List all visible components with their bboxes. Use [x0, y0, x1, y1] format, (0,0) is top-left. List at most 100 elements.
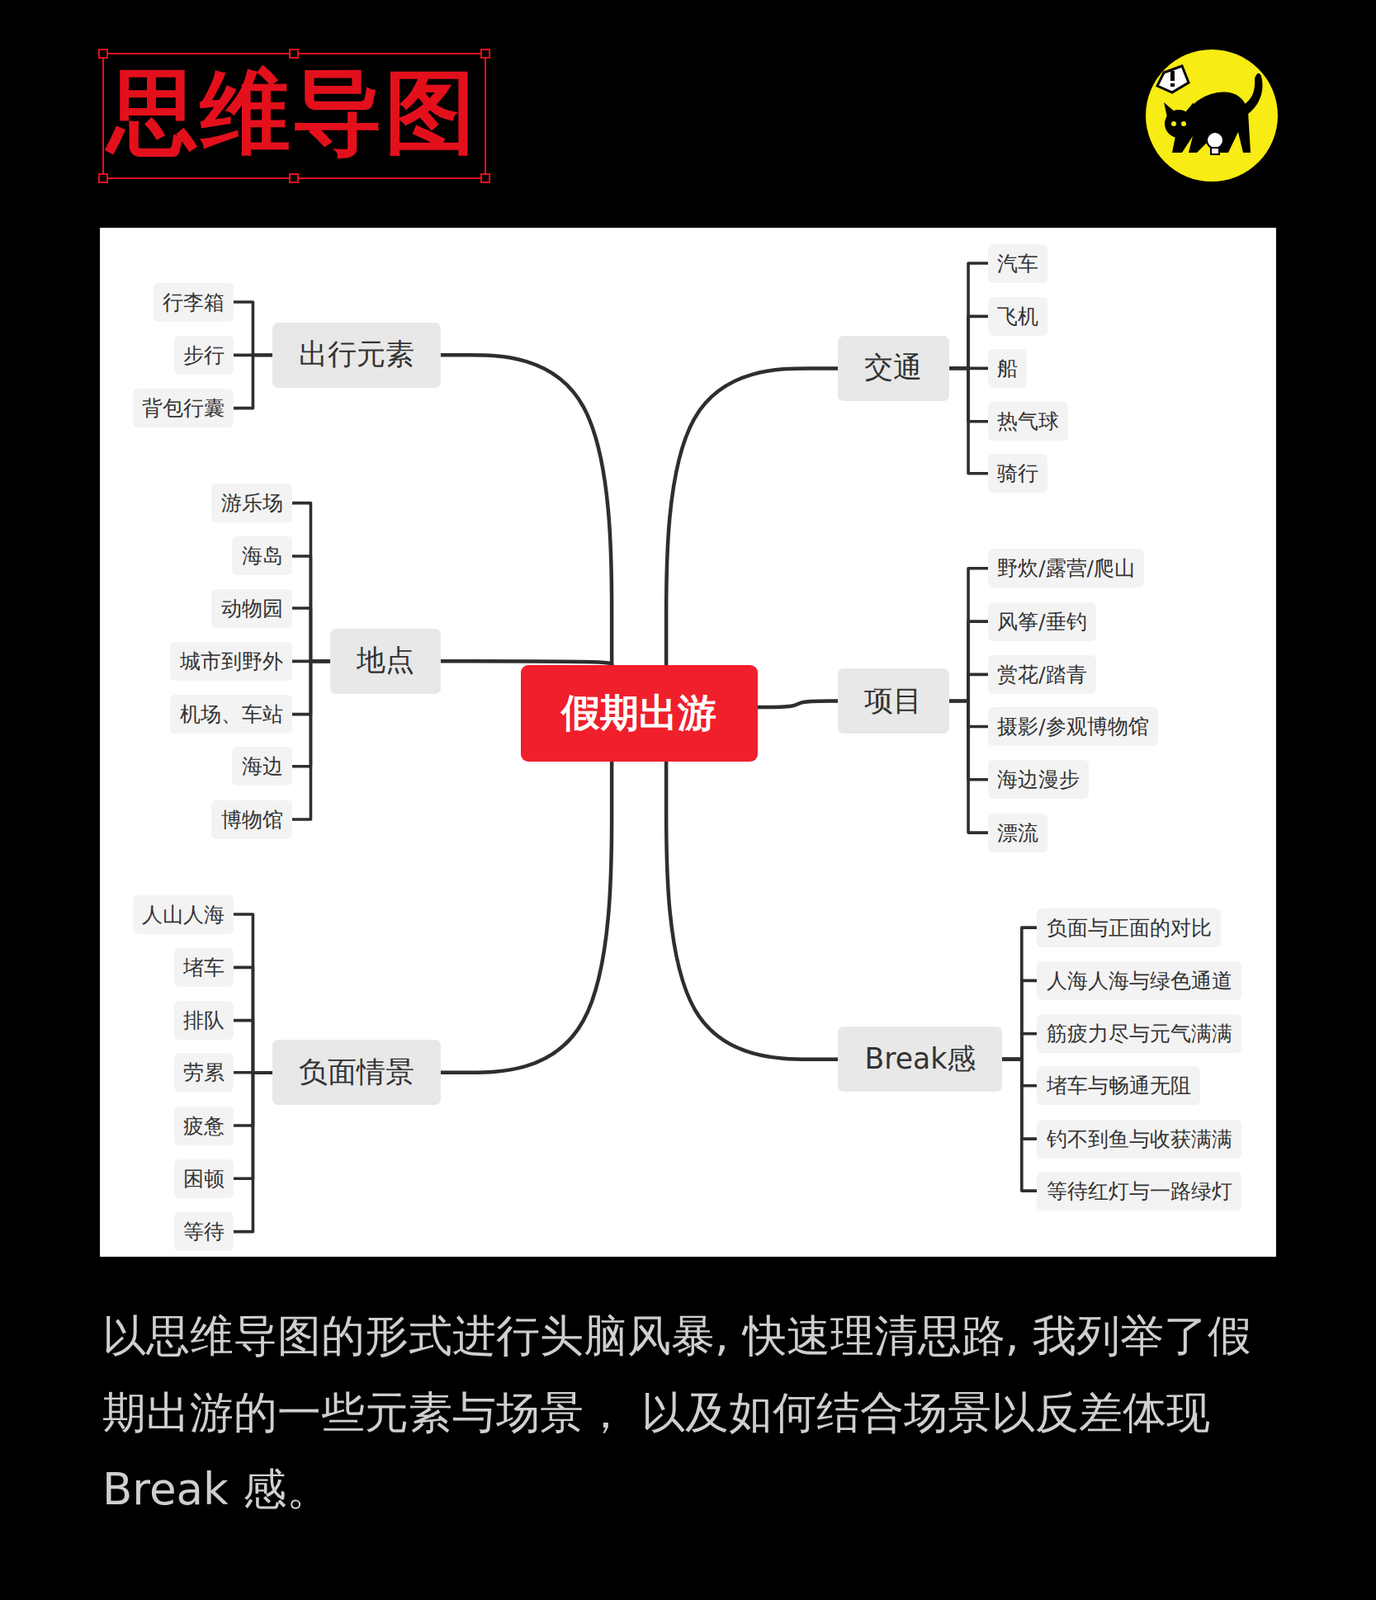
branch-connector [666, 368, 838, 665]
leaf-box: 机场、车站 [170, 695, 292, 734]
leaf-box: 城市到野外 [170, 642, 292, 681]
node-label: 摄影/参观博物馆 [997, 713, 1149, 741]
leaf-box: 赏花/踏青 [988, 655, 1097, 695]
node-label: 海边漫步 [997, 766, 1080, 794]
leaf-box: 筋疲力尽与元气满满 [1036, 1014, 1241, 1054]
leaf-box: 汽车 [988, 244, 1048, 284]
leaf-box: 堵车与畅通无阻 [1036, 1066, 1200, 1106]
node-label: 钓不到鱼与收获满满 [1046, 1125, 1233, 1154]
node-label: 飞机 [997, 302, 1039, 331]
leaf-box: 负面与正面的对比 [1036, 908, 1220, 948]
leaf-box: 博物馆 [211, 800, 292, 840]
leaf-box: 野炊/露营/爬山 [988, 548, 1145, 588]
branch-box: 项目 [837, 668, 949, 734]
branch-box: 负面情景 [272, 1040, 441, 1106]
bracket-connector [949, 316, 989, 369]
leaf-box: 人海人海与绿色通道 [1036, 961, 1241, 1001]
bracket-connector [233, 302, 273, 355]
bracket-connector [1002, 1059, 1037, 1140]
leaf-box: 劳累 [174, 1053, 234, 1093]
leaf-box: 骑行 [988, 453, 1048, 493]
branch-box: 地点 [330, 628, 441, 695]
bracket-connector [949, 368, 989, 473]
node-label: 动物园 [221, 595, 284, 623]
center-box: 假期出游 [520, 665, 758, 762]
selection-frame [99, 49, 490, 183]
node-label: 骑行 [997, 459, 1039, 488]
node-label: 行李箱 [162, 288, 225, 317]
node-label: 堵车 [183, 954, 225, 982]
bracket-connector [949, 674, 989, 701]
node-label: 海边 [241, 752, 284, 781]
leaf-box: 热气球 [988, 401, 1069, 441]
leaf-box: 飞机 [988, 297, 1048, 336]
node-label: 困顿 [183, 1165, 225, 1193]
leaf-box: 堵车 [174, 948, 234, 988]
bracket-connector [1002, 1034, 1037, 1060]
node-label: 堵车与畅通无阻 [1046, 1072, 1192, 1100]
node-label: 交通 [864, 349, 923, 388]
leaf-box: 海边漫步 [988, 760, 1089, 800]
node-label: 机场、车站 [179, 700, 284, 729]
branch-box: 出行元素 [272, 322, 441, 388]
node-label: 城市到野外 [179, 647, 284, 676]
node-label: 海岛 [241, 542, 284, 570]
node-label: 等待 [183, 1218, 225, 1246]
bracket-connector [292, 503, 331, 662]
branch-connector [666, 761, 838, 1060]
branch-box: Break感 [837, 1026, 1003, 1093]
node-label: 负面情景 [298, 1054, 415, 1093]
leaf-box: 等待红灯与一路绿灯 [1036, 1172, 1241, 1211]
page-title: 思维导图 [107, 62, 478, 162]
bracket-connector [1002, 1059, 1037, 1192]
bracket-connector [233, 914, 273, 1074]
node-label: 汽车 [997, 250, 1039, 278]
leaf-box: 排队 [174, 1001, 234, 1041]
node-label: 等待红灯与一路绿灯 [1046, 1177, 1233, 1206]
node-label: Break感 [864, 1040, 976, 1079]
bracket-connector [292, 608, 331, 662]
leaf-box: 钓不到鱼与收获满满 [1036, 1120, 1241, 1159]
bracket-connector [949, 568, 989, 702]
node-label: 筋疲力尽与元气满满 [1046, 1020, 1233, 1048]
leaf-box: 人山人海 [132, 895, 234, 935]
leaf-box: 等待 [174, 1212, 234, 1252]
bracket-connector [949, 701, 989, 834]
leaf-box: 风筝/垂钓 [988, 602, 1097, 642]
leaf-box: 海边 [231, 747, 292, 786]
node-label: 博物馆 [221, 806, 284, 834]
branch-connector [440, 761, 612, 1074]
node-label: 热气球 [997, 407, 1060, 436]
node-label: 负面与正面的对比 [1046, 914, 1212, 942]
node-label: 劳累 [183, 1059, 225, 1087]
node-label: 赏花/踏青 [997, 661, 1087, 689]
bracket-connector [949, 263, 989, 369]
leaf-box: 步行 [174, 335, 234, 375]
node-label: 假期出游 [561, 687, 717, 740]
node-label: 疲惫 [183, 1112, 225, 1140]
caption-text: 以思维导图的形式进行头脑风暴, 快速理清思路, 我列举了假期出游的一些元素与场景… [102, 1297, 1283, 1528]
node-label: 人山人海 [141, 901, 225, 929]
branch-connector [757, 701, 839, 708]
leaf-box: 船 [988, 349, 1027, 388]
white-panel [99, 227, 1277, 1258]
node-label: 地点 [356, 642, 415, 681]
leaf-box: 游乐场 [211, 483, 292, 523]
node-label: 步行 [183, 341, 225, 369]
bracket-connector [1002, 980, 1037, 1060]
leaf-box: 漂流 [988, 813, 1048, 853]
bracket-connector [233, 354, 273, 408]
node-label: 野炊/露营/爬山 [997, 554, 1135, 582]
node-label: 出行元素 [298, 335, 415, 374]
bracket-connector [1002, 1059, 1037, 1087]
branch-box: 交通 [837, 335, 949, 402]
node-label: 游乐场 [221, 489, 284, 517]
cat-icon [1145, 49, 1278, 182]
leaf-box: 海岛 [231, 536, 292, 576]
leaf-box: 行李箱 [153, 283, 234, 322]
node-label: 人海人海与绿色通道 [1046, 967, 1233, 995]
node-label: 排队 [183, 1007, 225, 1035]
branch-connector [440, 354, 612, 665]
leaf-box: 疲惫 [174, 1106, 234, 1146]
node-label: 风筝/垂钓 [997, 608, 1087, 636]
